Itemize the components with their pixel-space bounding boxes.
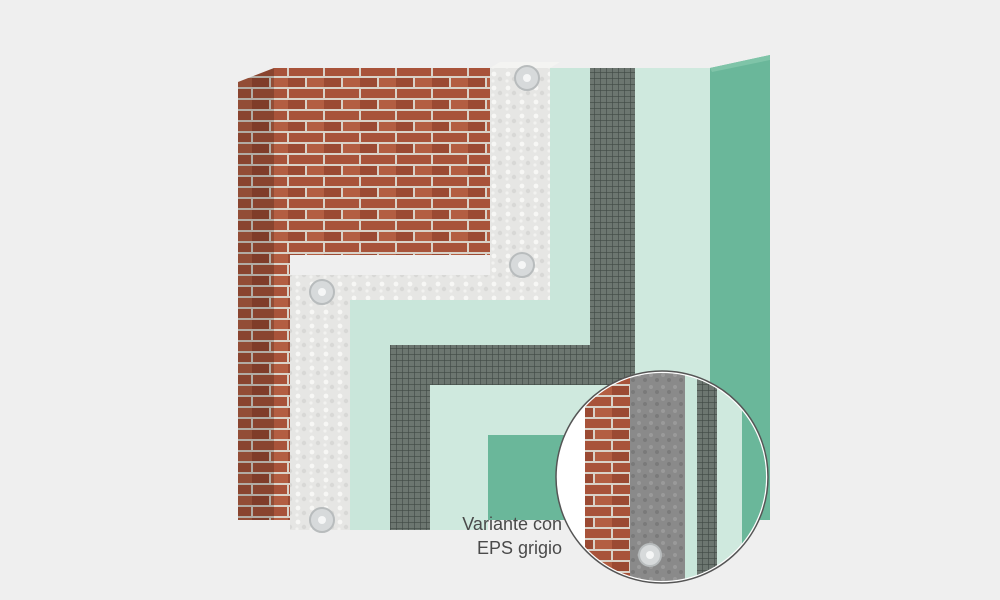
caption-line-1: Variante con [462,514,562,534]
caption-line-2: EPS grigio [476,538,562,558]
reinforcing-mesh-layer [390,68,635,530]
base-coat-layer [350,68,590,530]
dowel-icon [309,279,335,305]
brick-wall [238,68,490,520]
eps-insulation-layer [290,62,560,530]
dowel-icon [514,65,540,91]
dowel-icon [509,252,535,278]
brick-detail [585,373,630,581]
variant-caption: Variante con EPS grigio [462,512,562,560]
dowel-icon [309,507,335,533]
